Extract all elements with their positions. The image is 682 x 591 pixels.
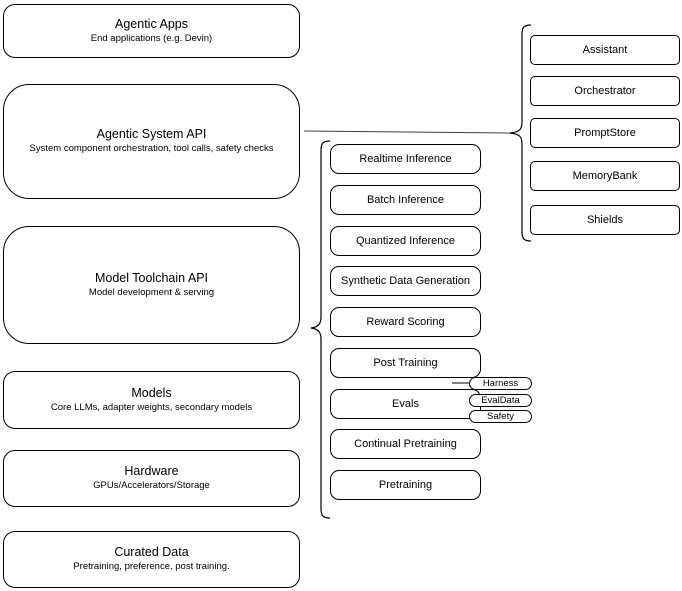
- node-assistant: Assistant: [530, 35, 680, 65]
- node-shields: Shields: [530, 205, 680, 235]
- node-title: Model Toolchain API: [94, 270, 209, 285]
- node-title: Hardware: [124, 464, 179, 478]
- node-label: Orchestrator: [574, 85, 636, 97]
- node-label: Pretraining: [378, 479, 433, 491]
- node-label: MemoryBank: [572, 170, 638, 182]
- node-title: Agentic System API: [96, 127, 207, 141]
- node-label: Assistant: [582, 44, 628, 56]
- pill-harness: Harness: [469, 377, 532, 390]
- node-label: Synthetic Data Generation: [340, 275, 471, 287]
- right-column-brace: [509, 24, 532, 242]
- pill-label: Safety: [487, 411, 514, 422]
- node-label: Continual Pretraining: [354, 438, 457, 450]
- node-label: Realtime Inference: [359, 153, 452, 165]
- node-realtime-inference: Realtime Inference: [330, 144, 481, 174]
- node-label: Post Training: [373, 357, 438, 369]
- node-subtitle: System component orchestration, tool cal…: [29, 143, 274, 154]
- pill-safety: Safety: [469, 410, 532, 423]
- node-label: Quantized Inference: [355, 235, 456, 247]
- node-agentic-apps: Agentic Apps End applications (e.g. Devi…: [3, 4, 300, 58]
- node-subtitle: Pretraining, preference, post training.: [73, 561, 230, 572]
- node-subtitle: End applications (e.g. Devin): [90, 32, 213, 44]
- node-model-toolchain-api: Model Toolchain API Model development & …: [3, 226, 300, 344]
- node-subtitle: Model development & serving: [88, 286, 215, 298]
- node-evals: Evals: [330, 389, 481, 419]
- node-subtitle: GPUs/Accelerators/Storage: [93, 480, 210, 491]
- node-curated-data: Curated Data Pretraining, preference, po…: [3, 531, 300, 588]
- node-synthetic-data-generation: Synthetic Data Generation: [330, 266, 481, 296]
- node-pretraining: Pretraining: [330, 470, 481, 500]
- node-batch-inference: Batch Inference: [330, 185, 481, 215]
- node-agentic-system-api: Agentic System API System component orch…: [3, 84, 300, 199]
- api-to-right-brace-connector-line: [303, 130, 511, 134]
- node-subtitle: Core LLMs, adapter weights, secondary mo…: [50, 401, 253, 413]
- node-orchestrator: Orchestrator: [530, 76, 680, 106]
- node-label: Batch Inference: [366, 194, 445, 206]
- pill-label: EvalData: [481, 395, 520, 406]
- node-title: Models: [131, 385, 172, 400]
- node-label: PromptStore: [574, 127, 636, 139]
- middle-column-brace: [310, 140, 331, 519]
- node-hardware: Hardware GPUs/Accelerators/Storage: [3, 450, 300, 507]
- node-label: Reward Scoring: [366, 316, 445, 328]
- node-label: Shields: [586, 214, 624, 226]
- node-promptstore: PromptStore: [530, 118, 680, 148]
- node-title: Curated Data: [114, 545, 189, 559]
- node-reward-scoring: Reward Scoring: [330, 307, 481, 337]
- pill-label: Harness: [482, 378, 519, 389]
- node-memorybank: MemoryBank: [530, 161, 680, 191]
- node-continual-pretraining: Continual Pretraining: [330, 429, 481, 459]
- node-post-training: Post Training: [330, 348, 481, 378]
- node-title: Agentic Apps: [115, 16, 188, 31]
- node-models: Models Core LLMs, adapter weights, secon…: [3, 371, 300, 429]
- pill-evaldata: EvalData: [469, 394, 532, 407]
- node-quantized-inference: Quantized Inference: [330, 226, 481, 256]
- node-label: Evals: [392, 398, 419, 410]
